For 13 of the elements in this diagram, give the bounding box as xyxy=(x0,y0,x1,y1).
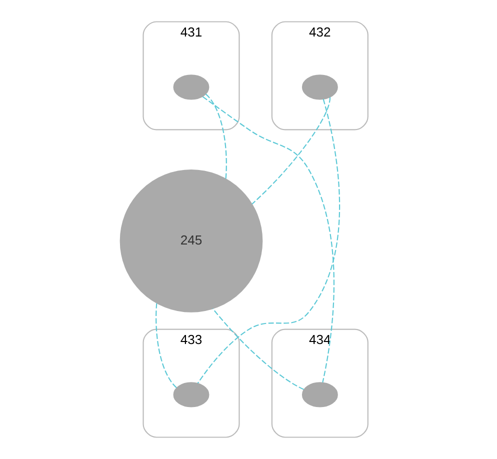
connector xyxy=(212,308,304,390)
cluster: 433 xyxy=(142,328,240,438)
node-circle xyxy=(302,382,338,408)
node-circle: 245 xyxy=(120,170,263,312)
cluster: 434 xyxy=(271,328,368,438)
node-circle xyxy=(173,382,210,408)
connector xyxy=(205,94,227,179)
connector xyxy=(252,97,331,204)
cluster: 432 xyxy=(271,21,368,130)
cluster: 431 xyxy=(142,21,240,130)
connector xyxy=(156,303,177,388)
node-circle xyxy=(173,74,210,100)
node-circle xyxy=(302,74,338,100)
